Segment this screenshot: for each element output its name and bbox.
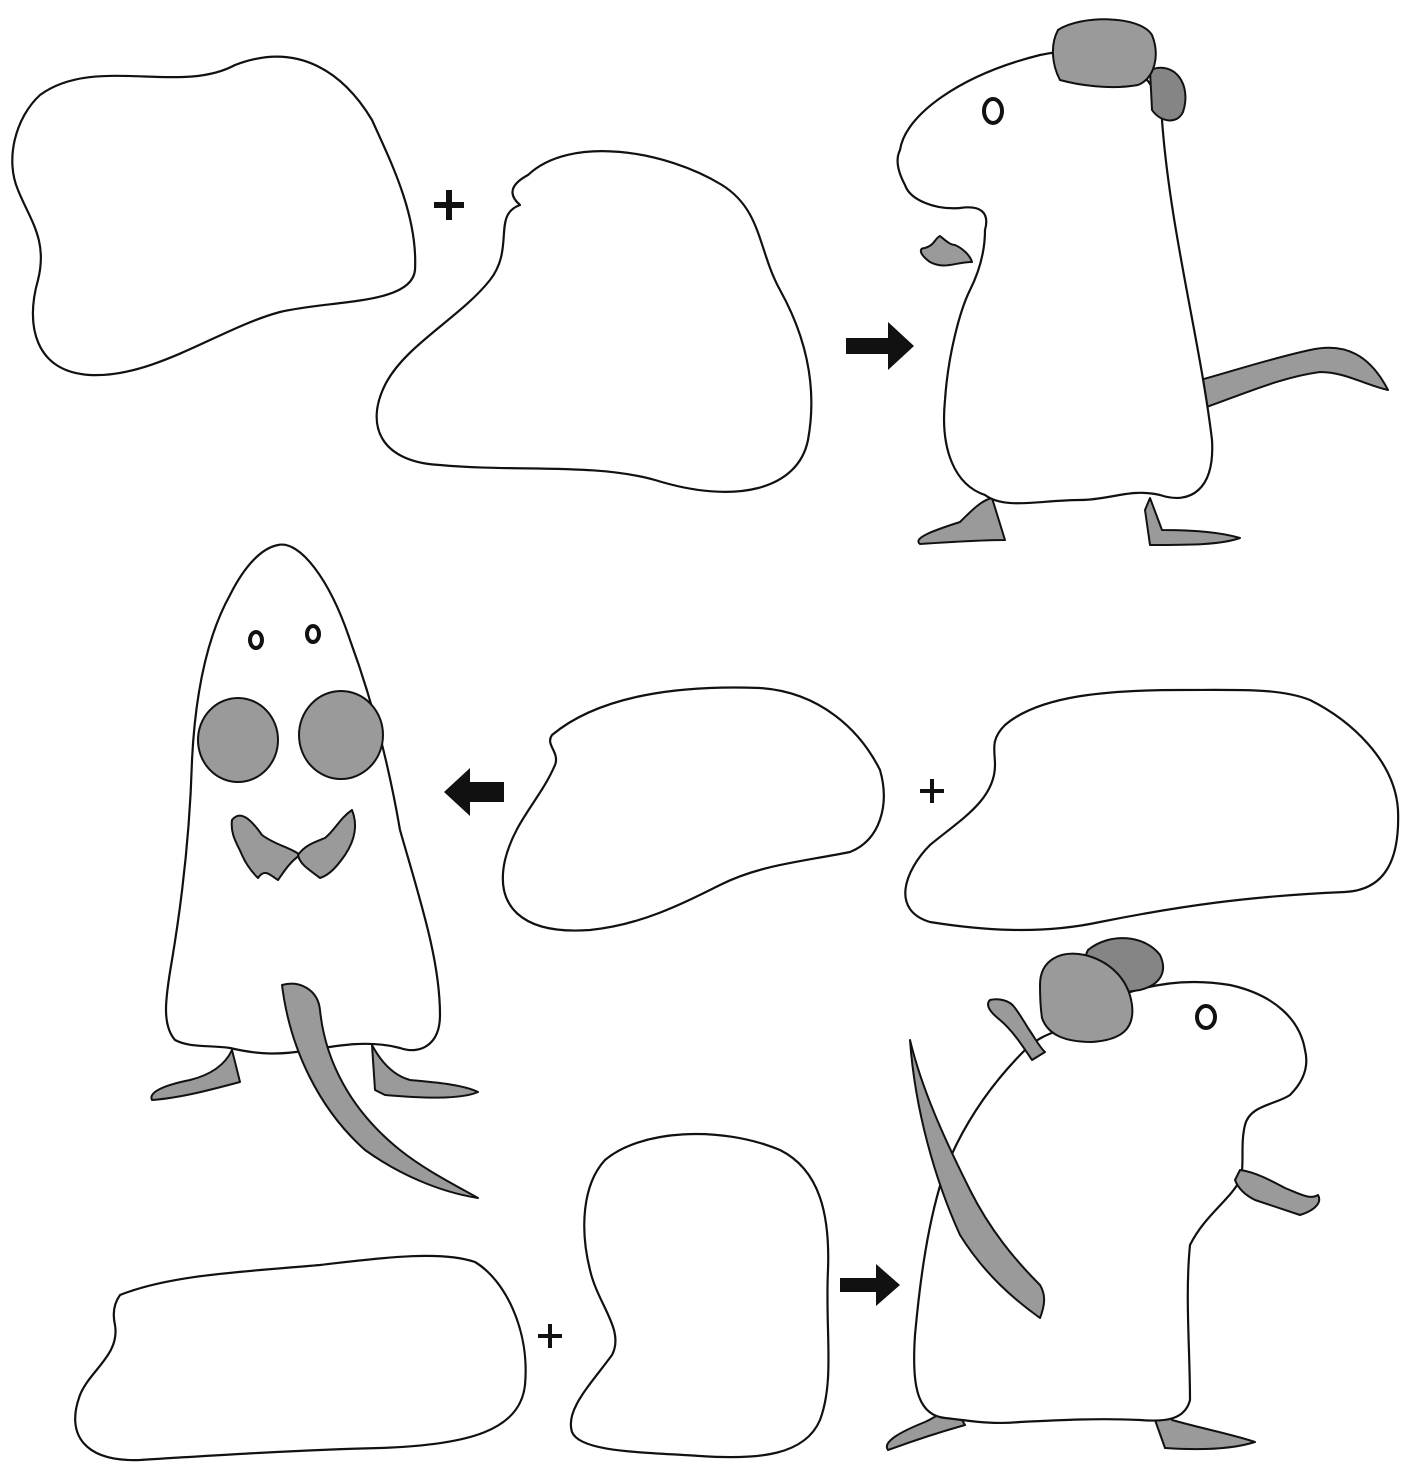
mouse-hand-raised <box>988 999 1045 1060</box>
mouse-ear-back <box>1150 68 1185 121</box>
shape-blob-2a <box>503 688 884 931</box>
mouse-foot-right <box>1145 498 1240 545</box>
arrow-right-icon <box>840 1264 900 1306</box>
arrow-left-icon <box>444 768 504 816</box>
mouse-ear-left <box>198 698 278 782</box>
mouse-body <box>166 545 440 1054</box>
shape-blob-2b <box>905 690 1398 930</box>
mouse-eye <box>984 99 1002 123</box>
shape-blob-1a <box>12 57 415 375</box>
mouse-eye <box>1197 1006 1215 1028</box>
mouse-foot-left <box>151 1050 240 1100</box>
mouse-foot-right <box>372 1045 478 1098</box>
plus-sign <box>538 1324 562 1348</box>
mouse-hand <box>921 236 972 266</box>
mouse-ear-front <box>1053 19 1156 87</box>
plus-sign <box>434 190 464 220</box>
mouse-eye-right <box>307 626 319 642</box>
mouse-ear-right <box>299 691 383 779</box>
arrow-right-icon <box>846 322 914 370</box>
shape-blob-3b <box>571 1134 829 1457</box>
mouse-eye-left <box>250 632 262 648</box>
mouse-side-right-facing <box>887 938 1319 1450</box>
mouse-front-view <box>151 545 478 1198</box>
shape-blob-3a <box>75 1256 525 1460</box>
plus-sign <box>920 779 944 803</box>
mouse-hand-side <box>1235 1170 1319 1215</box>
mouse-side-left-facing <box>898 19 1388 545</box>
mouse-foot-left <box>918 498 1005 544</box>
